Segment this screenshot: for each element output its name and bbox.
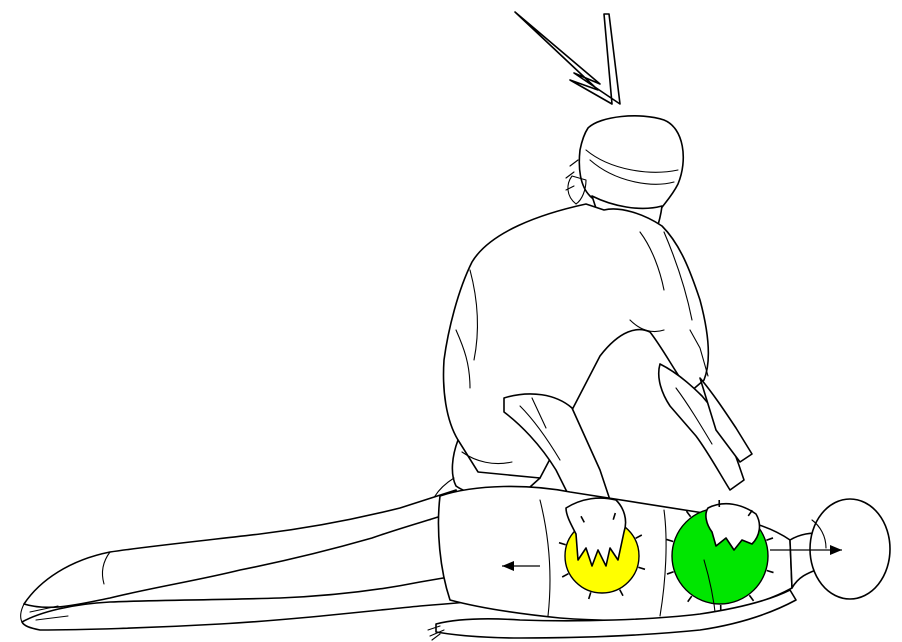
person-head <box>790 499 890 599</box>
rescuer-right-arm <box>659 364 752 490</box>
downward-arrow-icon <box>515 12 620 104</box>
